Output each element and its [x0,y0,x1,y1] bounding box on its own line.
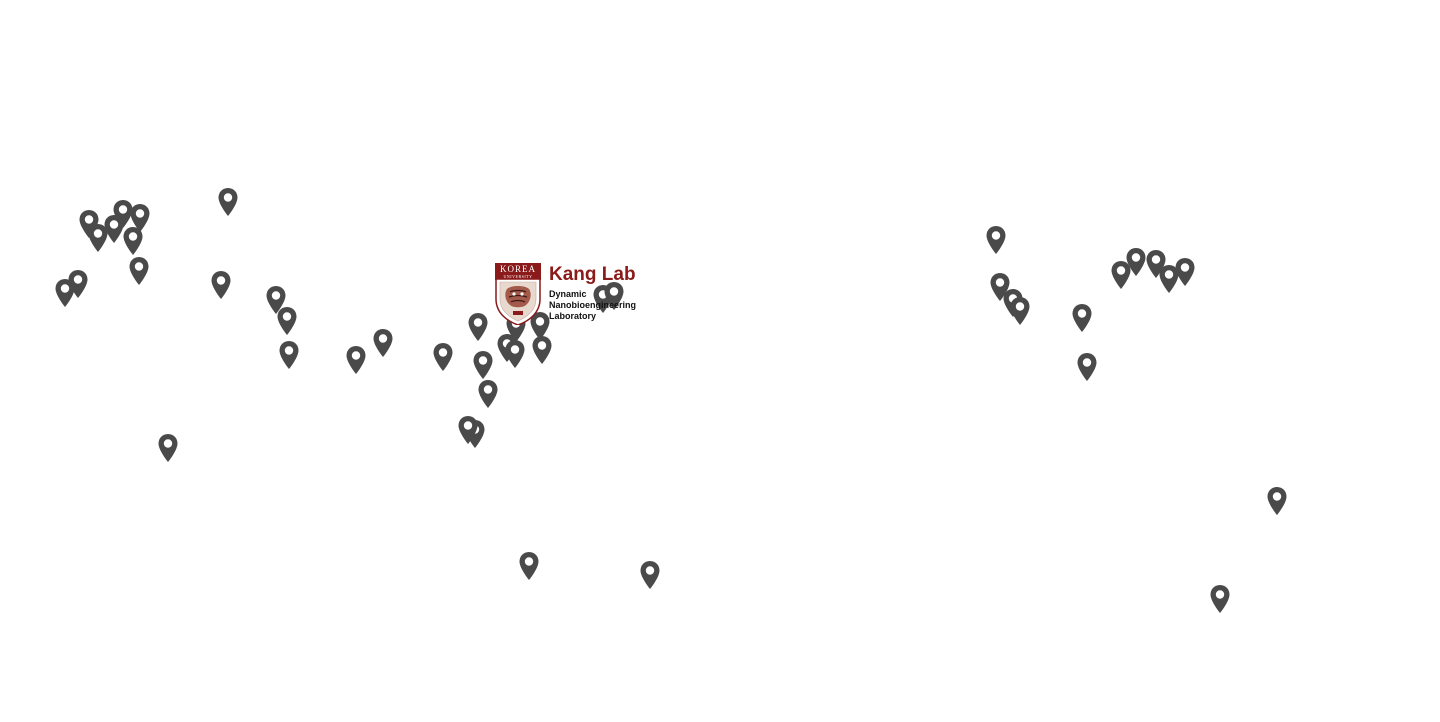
lab-subtitle-line-2: Nanobioengineering [549,300,637,310]
map-marker[interactable] [218,188,238,216]
map-marker[interactable] [55,279,75,307]
map-pin-icon [530,312,550,340]
map-marker[interactable] [640,561,660,589]
map-marker[interactable] [473,351,493,379]
map-marker[interactable] [266,286,286,314]
lab-subtitle-line-3: Laboratory [549,311,597,321]
map-marker[interactable] [1111,261,1131,289]
map-marker[interactable] [505,340,525,368]
map-pin-icon [478,380,498,408]
map-marker[interactable] [519,552,539,580]
map-pin-icon [1126,248,1146,276]
map-pin-icon [279,341,299,369]
map-marker[interactable] [123,227,143,255]
map-marker[interactable] [1267,487,1287,515]
map-pin-icon [211,271,231,299]
map-pin-icon [277,307,297,335]
map-marker[interactable] [1126,248,1146,276]
map-pin-icon [1159,265,1179,293]
map-marker[interactable] [158,434,178,462]
map-marker[interactable] [113,200,133,228]
map-marker[interactable] [604,282,624,310]
map-pin-icon [1072,304,1092,332]
map-marker[interactable] [373,329,393,357]
map-marker[interactable] [458,416,478,444]
map-marker[interactable] [478,380,498,408]
map-pin-icon [346,346,366,374]
lab-subtitle-line-1: Dynamic [549,289,587,299]
map-marker[interactable] [986,226,1006,254]
university-subname: UNIVERSITY [503,274,533,279]
map-pin-icon [473,351,493,379]
map-marker[interactable] [1159,265,1179,293]
map-marker[interactable] [211,271,231,299]
map-pin-icon [130,204,150,232]
map-pin-icon [129,257,149,285]
map-marker[interactable] [1010,297,1030,325]
map-marker[interactable] [1210,585,1230,613]
map-pin-icon [218,188,238,216]
map-marker[interactable] [130,204,150,232]
map-pin-icon [55,279,75,307]
map-pin-icon [123,227,143,255]
map-pin-icon [158,434,178,462]
map-pin-icon [505,340,525,368]
map-pin-icon [373,329,393,357]
map-pin-icon [1175,258,1195,286]
map-marker[interactable] [530,312,550,340]
tiger-crest-icon [495,279,541,325]
map-pin-icon [433,343,453,371]
map-pin-icon [519,552,539,580]
map-pin-icon [266,286,286,314]
map-marker[interactable] [129,257,149,285]
map-marker[interactable] [1072,304,1092,332]
map-pin-icon [458,416,478,444]
map-pin-icon [1010,297,1030,325]
map-pin-icon [1267,487,1287,515]
map-pin-icon [532,336,552,364]
map-pin-icon [113,200,133,228]
map-marker[interactable] [279,341,299,369]
map-marker[interactable] [433,343,453,371]
map-pin-icon [468,313,488,341]
map-marker[interactable] [1175,258,1195,286]
map-pin-icon [640,561,660,589]
map-pin-icon [88,224,108,252]
map-marker[interactable] [346,346,366,374]
map-pin-icon [1111,261,1131,289]
map-pin-icon [1077,353,1097,381]
lab-title: Kang Lab [549,264,636,285]
map-pin-icon [986,226,1006,254]
map-marker[interactable] [277,307,297,335]
map-pin-icon [1210,585,1230,613]
university-name: KOREA [500,264,536,274]
map-marker[interactable] [532,336,552,364]
map-pin-icon [604,282,624,310]
map-marker[interactable] [1077,353,1097,381]
map-marker[interactable] [468,313,488,341]
map-marker[interactable] [88,224,108,252]
